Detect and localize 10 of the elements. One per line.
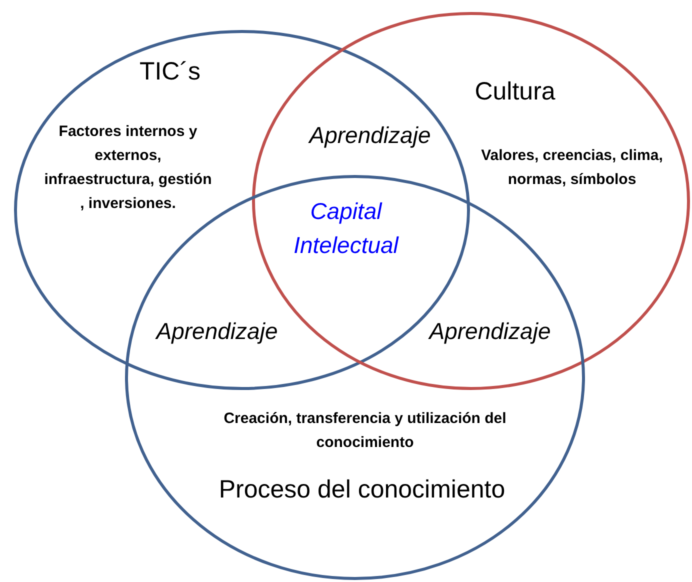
circle-title: Proceso del conocimiento	[218, 476, 506, 504]
circle-description: Valores, creencias, clima, normas, símbolos	[480, 146, 664, 190]
circle-description: Factores internos y externos, infraestructura, gestión , inversiones.	[43, 122, 213, 214]
overlap-label: Aprendizaje	[156, 317, 278, 346]
overlap-label: Aprendizaje	[309, 121, 431, 150]
circle-title: Cultura	[474, 78, 556, 106]
circle-title: TIC´s	[139, 58, 201, 86]
circle-description: Creación, transferencia y utilización del conocimiento	[222, 409, 508, 453]
overlap-label: Aprendizaje	[429, 317, 551, 346]
center-label: Capital Intelectual	[292, 197, 400, 260]
